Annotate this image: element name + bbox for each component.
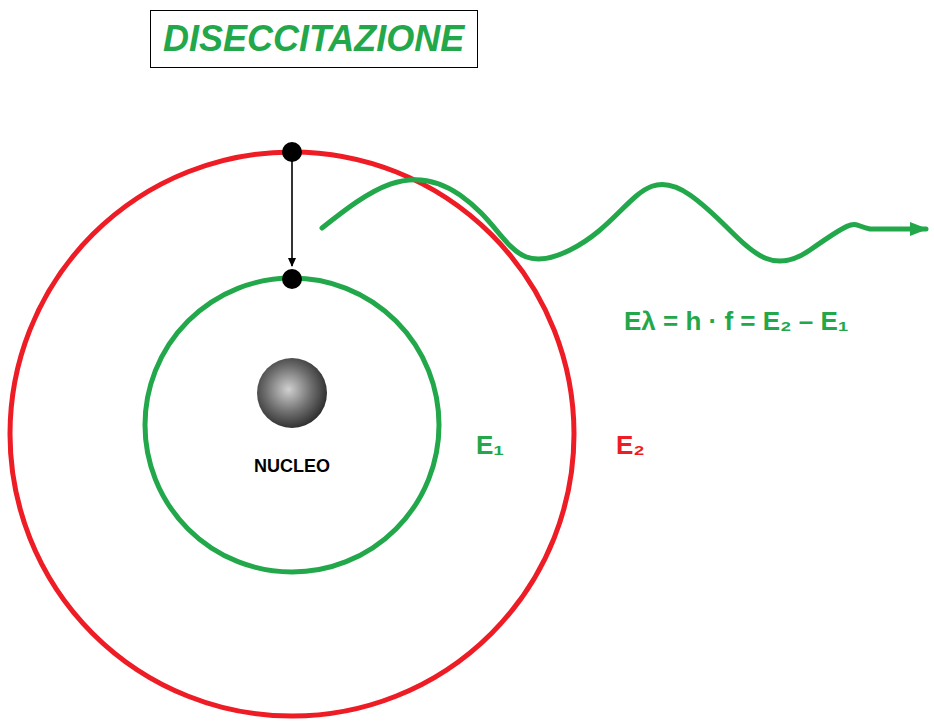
electron-dot: [282, 142, 302, 162]
energy-formula: Eλ = h · f = E₂ – E₁: [624, 306, 849, 337]
nucleus-sphere: [257, 358, 327, 428]
outer-orbit: [10, 152, 574, 716]
photon-wave: [322, 179, 926, 261]
electron-dot: [282, 269, 302, 289]
nucleus-label: NUCLEO: [254, 456, 330, 477]
inner-orbit: [145, 278, 439, 572]
transition-arrow: [291, 160, 293, 266]
level-label: E₂: [616, 430, 645, 461]
title-box: DISECCITAZIONE: [150, 10, 478, 68]
title-text: DISECCITAZIONE: [163, 17, 464, 60]
level-label: E₁: [476, 430, 504, 461]
